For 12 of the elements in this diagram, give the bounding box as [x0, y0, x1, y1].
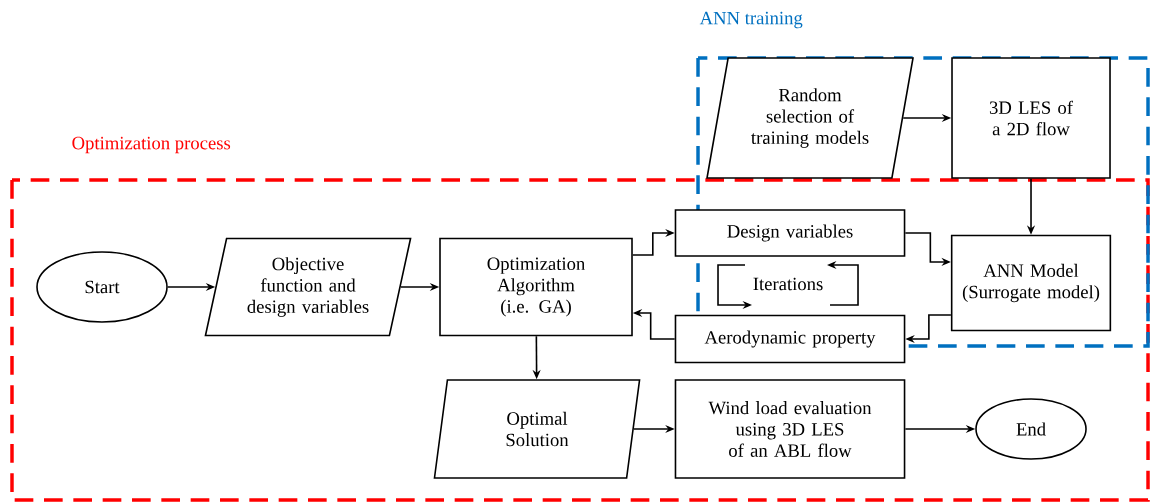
- process-box: Design variables: [674, 209, 906, 257]
- input-output-parallelogram: Random selection of training models: [706, 57, 914, 179]
- process-box: 3D LES of a 2D flow: [951, 57, 1111, 179]
- region-heading: ANN training: [699, 11, 803, 29]
- process-box: ANN Model (Surrogate model): [950, 234, 1112, 332]
- region-heading: Optimization process: [72, 136, 231, 154]
- loop-label: Iterations: [753, 277, 823, 291]
- process-box: Wind load evaluation using 3D LES of an ABL flow: [674, 379, 906, 479]
- input-output-parallelogram: Optimal Solution: [433, 379, 641, 479]
- process-box: Aerodynamic property: [674, 314, 906, 364]
- process-box: Optimization Algorithm (i.e. GA): [439, 237, 633, 337]
- input-output-parallelogram: Objective function and design variables: [204, 237, 412, 337]
